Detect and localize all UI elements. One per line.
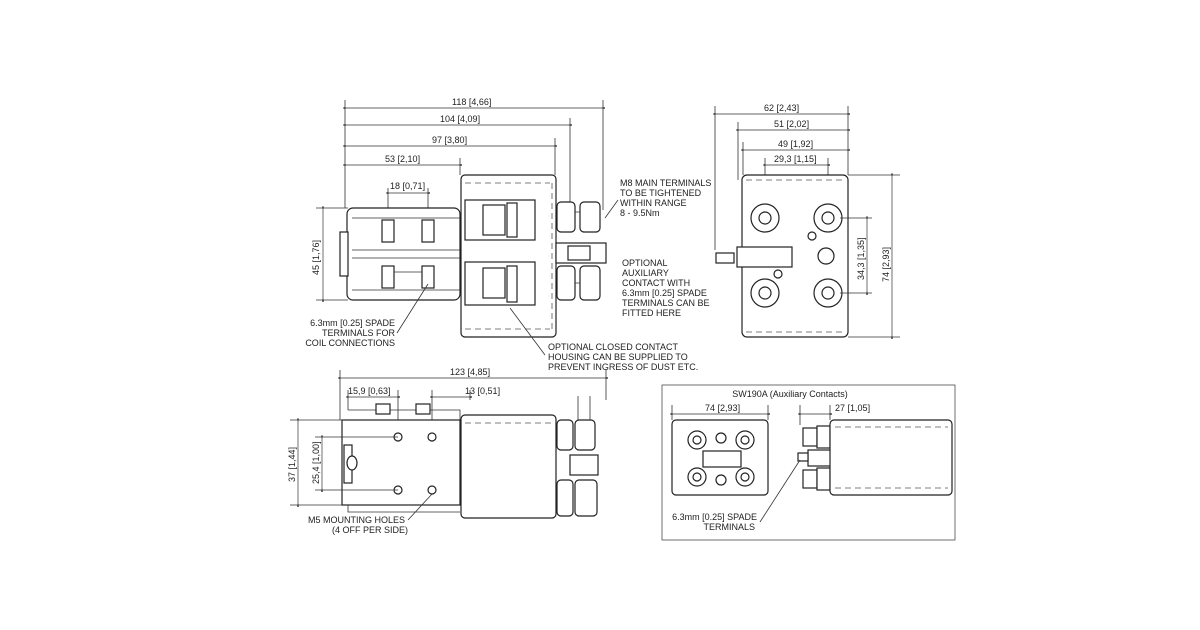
svg-text:15,9 [0,63]: 15,9 [0,63]: [348, 386, 391, 396]
contact-housing: [460, 174, 557, 338]
svg-text:HOUSING CAN BE SUPPLIED TO: HOUSING CAN BE SUPPLIED TO: [548, 352, 688, 362]
svg-text:51 [2,02]: 51 [2,02]: [774, 119, 809, 129]
svg-text:25,4 [1,00]: 25,4 [1,00]: [311, 441, 321, 484]
mounting-holes: [393, 432, 437, 495]
svg-text:53 [2,10]: 53 [2,10]: [385, 154, 420, 164]
note-coil: 6.3mm [0.25] SPADE TERMINALS FOR COIL CO…: [305, 283, 429, 348]
svg-text:(4 OFF PER SIDE): (4 OFF PER SIDE): [332, 525, 408, 535]
svg-text:FITTED HERE: FITTED HERE: [622, 308, 681, 318]
terminal-studs: [750, 203, 843, 308]
note-m5: M5 MOUNTING HOLES (4 OFF PER SIDE): [308, 493, 433, 535]
inset-title: SW190A (Auxiliary Contacts): [732, 389, 848, 399]
svg-text:TERMINALS CAN BE: TERMINALS CAN BE: [622, 298, 710, 308]
svg-text:OPTIONAL: OPTIONAL: [622, 258, 668, 268]
svg-text:27 [1,05]: 27 [1,05]: [835, 403, 870, 413]
svg-text:97 [3,80]: 97 [3,80]: [432, 135, 467, 145]
housing-side: [460, 414, 557, 519]
svg-text:PREVENT INGRESS OF DUST ETC.: PREVENT INGRESS OF DUST ETC.: [548, 362, 698, 372]
svg-text:34,3 [1,35]: 34,3 [1,35]: [856, 237, 866, 280]
svg-text:18 [0,71]: 18 [0,71]: [390, 181, 425, 191]
svg-text:TERMINALS FOR: TERMINALS FOR: [322, 328, 396, 338]
top-view: 118 [4,66] 104 [4,09] 97 [3,80] 53 [2,10…: [305, 97, 711, 372]
svg-text:6.3mm [0.25] SPADE: 6.3mm [0.25] SPADE: [310, 318, 395, 328]
svg-text:AUXILIARY: AUXILIARY: [622, 268, 669, 278]
svg-text:45 [1,76]: 45 [1,76]: [311, 240, 321, 275]
svg-text:CONTACT WITH: CONTACT WITH: [622, 278, 690, 288]
svg-text:49 [1,92]: 49 [1,92]: [778, 139, 813, 149]
svg-text:74 [2,93]: 74 [2,93]: [881, 247, 891, 282]
svg-text:29,3 [1,15]: 29,3 [1,15]: [774, 154, 817, 164]
svg-text:TERMINALS: TERMINALS: [703, 522, 755, 532]
note-housing: OPTIONAL CLOSED CONTACT HOUSING CAN BE S…: [509, 307, 698, 372]
svg-text:M5 MOUNTING HOLES: M5 MOUNTING HOLES: [308, 515, 405, 525]
svg-text:37 [1,44]: 37 [1,44]: [287, 447, 297, 482]
svg-text:TO BE TIGHTENED: TO BE TIGHTENED: [620, 188, 702, 198]
note-m8: M8 MAIN TERMINALS TO BE TIGHTENED WITHIN…: [604, 178, 711, 219]
note-inset-spade: 6.3mm [0.25] SPADE TERMINALS: [672, 459, 801, 532]
aux-contacts-inset: SW190A (Auxiliary Contacts) 74 [2,93] 27…: [661, 384, 956, 541]
svg-text:8 - 9.5Nm: 8 - 9.5Nm: [620, 208, 660, 218]
svg-text:6.3mm [0.25] SPADE: 6.3mm [0.25] SPADE: [622, 288, 707, 298]
svg-text:13 [0,51]: 13 [0,51]: [465, 386, 500, 396]
svg-text:104 [4,09]: 104 [4,09]: [440, 114, 480, 124]
main-terminals: [556, 201, 601, 301]
svg-text:123 [4,85]: 123 [4,85]: [450, 367, 490, 377]
aux-spade: [736, 246, 793, 268]
svg-text:62 [2,43]: 62 [2,43]: [764, 103, 799, 113]
svg-text:74 [2,93]: 74 [2,93]: [705, 403, 740, 413]
coil-body: [346, 207, 461, 301]
svg-text:M8 MAIN TERMINALS: M8 MAIN TERMINALS: [620, 178, 711, 188]
svg-text:COIL CONNECTIONS: COIL CONNECTIONS: [305, 338, 395, 348]
svg-text:118 [4,66]: 118 [4,66]: [452, 97, 491, 107]
svg-text:WITHIN RANGE: WITHIN RANGE: [620, 198, 687, 208]
svg-text:OPTIONAL CLOSED CONTACT: OPTIONAL CLOSED CONTACT: [548, 342, 679, 352]
svg-text:6.3mm [0.25] SPADE: 6.3mm [0.25] SPADE: [672, 512, 757, 522]
coil-spade-terminals: [381, 219, 435, 289]
side-view: 123 [4,85] 15,9 [0,63] 13 [0,51] 37 [1,4…: [287, 367, 608, 535]
end-view: 62 [2,43] 51 [2,02] 49 [1,92] 29,3 [1,15…: [713, 103, 900, 339]
note-aux: OPTIONAL AUXILIARY CONTACT WITH 6.3mm [0…: [622, 258, 710, 318]
